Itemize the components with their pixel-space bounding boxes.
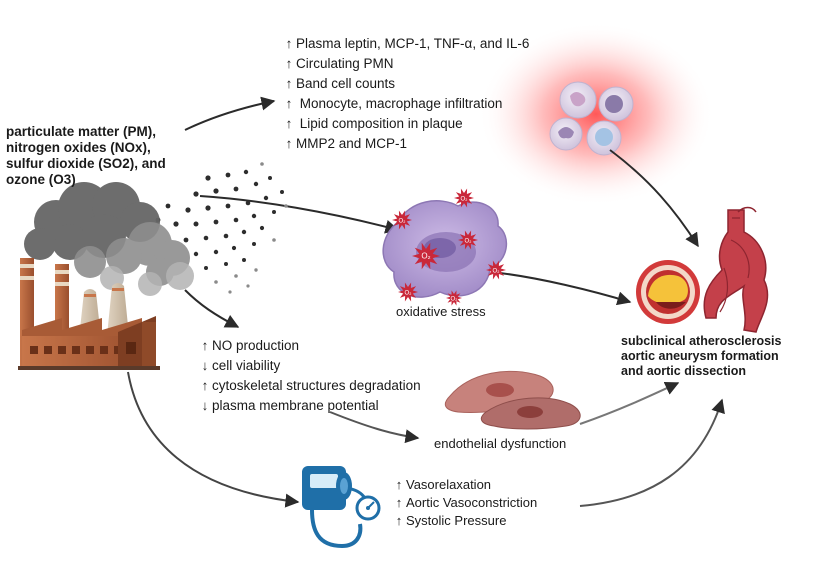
radical-star-icon xyxy=(412,242,440,270)
effect-text: Plasma leptin, MCP-1, TNF-α, and IL-6 xyxy=(296,36,530,51)
endothelial-effects-list: ↑NO production ↓cell viability ↑cytoskel… xyxy=(200,336,421,416)
list-item: ↑MMP2 and MCP-1 xyxy=(284,134,529,154)
effect-text: Band cell counts xyxy=(296,76,396,91)
radical-label: O₂ xyxy=(451,297,459,303)
artery-cross-section-icon xyxy=(636,260,700,324)
list-item: ↑cytoskeletal structures degradation xyxy=(200,376,421,396)
list-item: ↑ Lipid composition in plaque xyxy=(284,114,529,134)
pollutant-line: ozone (O3) xyxy=(6,172,76,187)
list-item: ↓plasma membrane potential xyxy=(200,396,421,416)
radical-star-icon xyxy=(486,260,506,280)
immune-cells-icon xyxy=(478,22,714,206)
up-arrow-icon: ↑ xyxy=(395,495,403,510)
radical-label: O₂ xyxy=(461,197,469,203)
effect-text: Circulating PMN xyxy=(296,56,394,71)
effect-text: NO production xyxy=(212,338,300,353)
outcome-line: aortic aneurysm formation xyxy=(621,349,779,363)
list-item: ↓cell viability xyxy=(200,356,421,376)
effect-text: plasma membrane potential xyxy=(212,398,379,413)
up-arrow-icon: ↑ xyxy=(395,513,403,528)
endothelial-dysfunction-label: endothelial dysfunction xyxy=(434,436,567,451)
endothelial-cells-icon xyxy=(444,370,581,430)
pollutant-label: particulate matter (PM), nitrogen oxides… xyxy=(6,124,166,188)
radical-star-icon xyxy=(398,282,418,302)
radical-label: O₂ xyxy=(465,239,473,245)
up-arrow-icon: ↑ xyxy=(285,36,293,51)
effect-text: Lipid composition in plaque xyxy=(296,116,463,131)
inflammation-effects-list: ↑Plasma leptin, MCP-1, TNF-α, and IL-6 ↑… xyxy=(284,34,530,154)
list-item: ↑Vasorelaxation xyxy=(394,476,537,494)
radical-star-icon xyxy=(454,188,474,208)
list-item: ↑NO production xyxy=(200,336,421,356)
list-item: ↑Plasma leptin, MCP-1, TNF-α, and IL-6 xyxy=(284,34,530,54)
up-arrow-icon: ↑ xyxy=(285,136,293,151)
outcome-line: and aortic dissection xyxy=(621,364,747,378)
up-arrow-icon: ↑ xyxy=(201,378,209,393)
up-arrow-icon: ↑ xyxy=(285,76,293,91)
outcome-label: subclinical atherosclerosis aortic aneur… xyxy=(621,334,782,379)
list-item: ↑Aortic Vasoconstriction xyxy=(394,494,538,512)
pollutant-line: sulfur dioxide (SO2), and xyxy=(6,156,166,171)
down-arrow-icon: ↓ xyxy=(201,358,209,373)
particles-icon xyxy=(155,162,288,294)
list-item: ↑Band cell counts xyxy=(284,74,529,94)
effect-text: Aortic Vasoconstriction xyxy=(406,495,538,510)
up-arrow-icon: ↑ xyxy=(285,96,293,111)
aorta-icon xyxy=(703,206,769,333)
blood-pressure-monitor-icon xyxy=(302,466,381,549)
list-item: ↑Systolic Pressure xyxy=(394,512,537,530)
down-arrow-icon: ↓ xyxy=(201,398,209,413)
effect-text: Monocyte, macrophage infiltration xyxy=(296,96,503,111)
up-arrow-icon: ↑ xyxy=(285,56,293,71)
up-arrow-icon: ↑ xyxy=(285,116,293,131)
list-item: ↑ Monocyte, macrophage infiltration xyxy=(284,94,529,114)
blood-pressure-effects-list: ↑Vasorelaxation ↑Aortic Vasoconstriction… xyxy=(394,476,538,530)
radical-label: O₂ xyxy=(493,269,501,275)
up-arrow-icon: ↑ xyxy=(395,477,403,492)
radical-star-icon xyxy=(392,210,412,230)
radical-markers: O₂ O₂ O₂ O₂ O₂ O₂ O₂ xyxy=(392,188,506,306)
effect-text: cell viability xyxy=(212,358,281,373)
radical-star-icon xyxy=(446,290,462,306)
effect-text: MMP2 and MCP-1 xyxy=(296,136,408,151)
outcome-line: subclinical atherosclerosis xyxy=(621,334,782,348)
flow-arrows xyxy=(127,96,725,508)
pollutant-line: particulate matter (PM), xyxy=(6,124,157,139)
effect-text: cytoskeletal structures degradation xyxy=(212,378,421,393)
pollutant-line: nitrogen oxides (NOx), xyxy=(6,140,151,155)
radical-label: O₂ xyxy=(399,219,407,225)
radical-label: O₂ xyxy=(421,252,430,261)
up-arrow-icon: ↑ xyxy=(201,338,209,353)
smoke-icon xyxy=(24,182,194,296)
oxidative-stress-label: oxidative stress xyxy=(396,304,486,319)
effect-text: Vasorelaxation xyxy=(406,477,492,492)
radical-star-icon xyxy=(458,230,478,250)
factory-icon xyxy=(18,258,160,370)
effect-text: Systolic Pressure xyxy=(406,513,507,528)
list-item: ↑Circulating PMN xyxy=(284,54,529,74)
radical-label: O₂ xyxy=(405,291,413,297)
